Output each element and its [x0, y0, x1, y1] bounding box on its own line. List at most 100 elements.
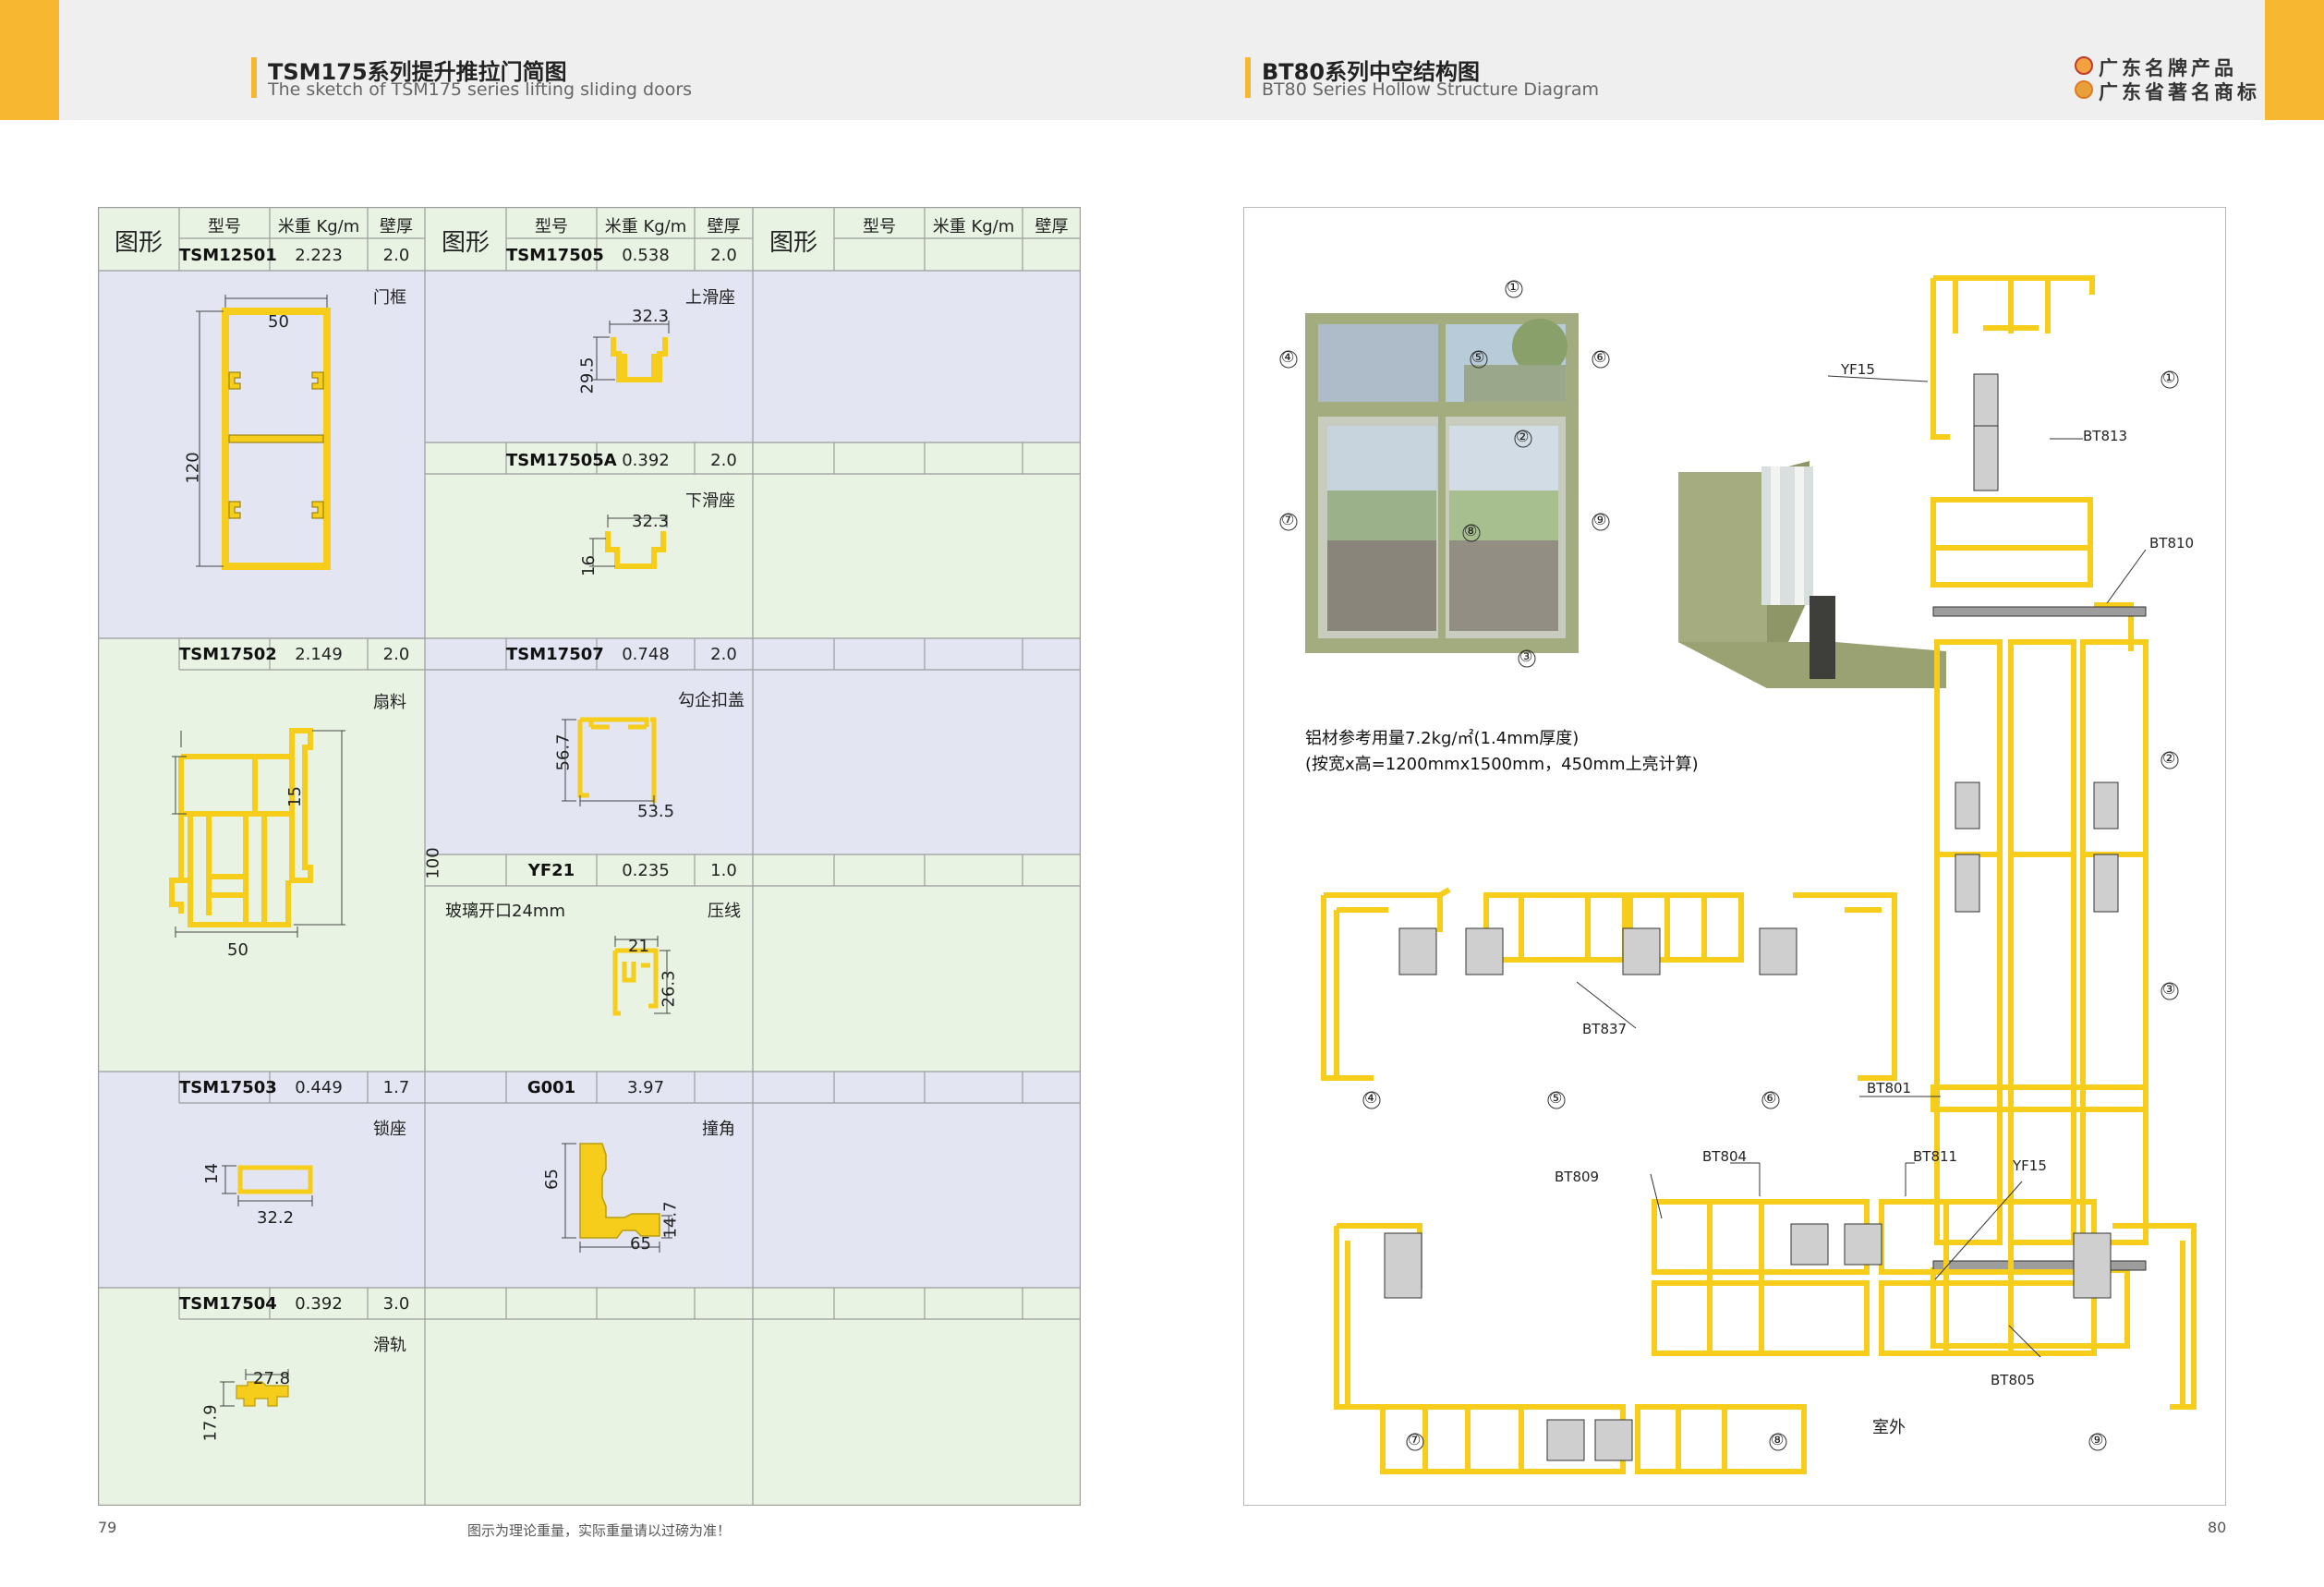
profile-weight: 0.538: [622, 246, 670, 265]
col-thickness-header: 壁厚: [1035, 217, 1069, 236]
profile-model: TSM17505: [506, 246, 604, 265]
marker-9: ⑨: [1593, 511, 1607, 528]
profile-weight: 2.149: [295, 645, 343, 664]
marker-1: ①: [2162, 369, 2176, 386]
right-page-title: BT80系列中空结构图: [1262, 59, 1481, 85]
structure-diagram-panel: ① ④ ⑤ ⑥ ② ⑦ ⑨ ⑧ ③ ① ② ③ ④ ⑤ ⑥ ⑦ ⑧ ⑨ 铝材参考…: [1243, 207, 2226, 1506]
profile-thickness: 1.0: [710, 861, 737, 880]
profile-weight: 0.392: [622, 451, 670, 470]
title-bar-left: [251, 57, 257, 98]
cell-bg: [98, 271, 425, 638]
label-bt809: BT809: [1555, 1169, 1600, 1185]
col-model-header: 型号: [208, 217, 241, 236]
profile-thickness: 2.0: [710, 645, 737, 664]
profile-drawing-tsm12501: [196, 295, 331, 570]
col-model-header: 型号: [535, 217, 568, 236]
profile-drawing-tsm17503: [222, 1165, 313, 1206]
profile-thickness: 2.0: [710, 451, 737, 470]
marker-7: ⑦: [1281, 511, 1295, 528]
profile-model: YF21: [527, 861, 575, 880]
profile-drawing-yf21: [612, 936, 671, 1016]
dim-label: 32.3: [632, 512, 670, 531]
page-number-right: 80: [2208, 1519, 2227, 1536]
marker-4: ④: [1281, 348, 1295, 366]
dim-label: 50: [227, 940, 248, 960]
dim-label: 17.9: [200, 1404, 221, 1442]
label-bt804: BT804: [1702, 1148, 1748, 1165]
label-bt811: BT811: [1913, 1148, 1958, 1165]
vertical-glass: [1955, 373, 2119, 913]
dim-label: 26.3: [659, 970, 679, 1008]
structure-diagram: [1279, 275, 2197, 1474]
marker-4: ④: [1364, 1089, 1378, 1107]
dim-label: 14: [201, 1163, 222, 1184]
col-weight-header: 米重 Kg/m: [277, 217, 360, 236]
left-page-subtitle: The sketch of TSM175 series lifting slid…: [268, 79, 693, 100]
marker-6: ⑥: [1763, 1089, 1777, 1107]
cell-bg: [753, 1288, 1081, 1506]
profile-name: 锁座: [373, 1120, 406, 1139]
label-bt801: BT801: [1867, 1080, 1912, 1096]
col-weight-header: 米重 Kg/m: [604, 217, 687, 236]
cell-bg: [753, 854, 1081, 1072]
profile-drawing-g001: [562, 1143, 672, 1253]
marker-1: ①: [1507, 278, 1520, 296]
marker-8: ⑧: [1464, 522, 1478, 539]
cell-bg: [753, 442, 1081, 638]
profile-name: 下滑座: [685, 491, 735, 511]
profile-model: TSM12501: [179, 246, 277, 265]
profile-thickness: 1.7: [382, 1078, 410, 1097]
profile-name: 压线: [708, 902, 741, 921]
profile-thickness: 2.0: [710, 246, 737, 265]
marker-5: ⑤: [1549, 1089, 1563, 1107]
profile-thickness: 2.0: [382, 645, 410, 664]
label-yf15-b: YF15: [2013, 1157, 2047, 1174]
cell-bg: [753, 1072, 1081, 1288]
col-thickness-header: 壁厚: [707, 217, 741, 236]
label-bt805: BT805: [1991, 1372, 2036, 1388]
profile-drawing-tsm17507: [562, 717, 657, 806]
section-789: [1334, 1199, 2197, 1474]
weight-disclaimer: 图示为理论重量，实际重量请以过磅为准！: [467, 1522, 732, 1539]
marker-2: ②: [2162, 749, 2176, 767]
dim-label: 32.2: [257, 1208, 295, 1228]
profile-name: 门框: [373, 288, 406, 308]
profile-model: TSM17505A: [506, 451, 617, 470]
label-bt837: BT837: [1582, 1021, 1628, 1037]
dim-label: 56.7: [553, 733, 574, 771]
profile-model: TSM17507: [506, 645, 604, 664]
profile-name: 扇料: [373, 693, 406, 712]
dim-label: 120: [183, 452, 203, 484]
dim-label: 14.7: [660, 1201, 681, 1239]
dim-label: 32.3: [632, 307, 670, 326]
label-yf15: YF15: [1841, 361, 1875, 378]
profile-drawing-tsm17505a: [589, 515, 668, 569]
col-weight-header: 米重 Kg/m: [932, 217, 1015, 236]
profile-name: 撞角: [702, 1120, 735, 1139]
dim-label: 53.5: [637, 802, 675, 821]
cell-bg: [425, 1288, 753, 1506]
header-band: [0, 0, 2324, 120]
dim-label: 65: [630, 1234, 651, 1254]
profile-weight: 2.223: [295, 246, 343, 265]
label-outside: 室外: [1872, 1418, 1906, 1437]
dim-label: 21: [628, 937, 649, 956]
profile-weight: 0.235: [622, 861, 670, 880]
brand-line-2: 广东省著名商标: [2099, 81, 2260, 103]
profile-model: TSM17503: [179, 1078, 277, 1097]
brand-trademark-icon: [2075, 80, 2093, 99]
brand-medal-icon: [2075, 56, 2093, 75]
header-accent-left: [0, 0, 59, 120]
right-page-subtitle: BT80 Series Hollow Structure Diagram: [1262, 79, 1599, 100]
profile-thickness: 2.0: [382, 246, 410, 265]
cell-bg: [425, 854, 753, 1072]
profile-drawing-tsm17502: [169, 728, 345, 938]
profile-3d-illustration: [1678, 461, 1946, 688]
marker-2: ②: [1516, 428, 1530, 445]
cell-bg: [753, 271, 1081, 442]
marker-7: ⑦: [1408, 1431, 1422, 1448]
profile-note: 玻璃开口24mm: [445, 902, 565, 921]
label-bt813: BT813: [2083, 428, 2128, 444]
cell-bg: [425, 271, 753, 442]
profile-thickness: 3.0: [382, 1294, 410, 1314]
